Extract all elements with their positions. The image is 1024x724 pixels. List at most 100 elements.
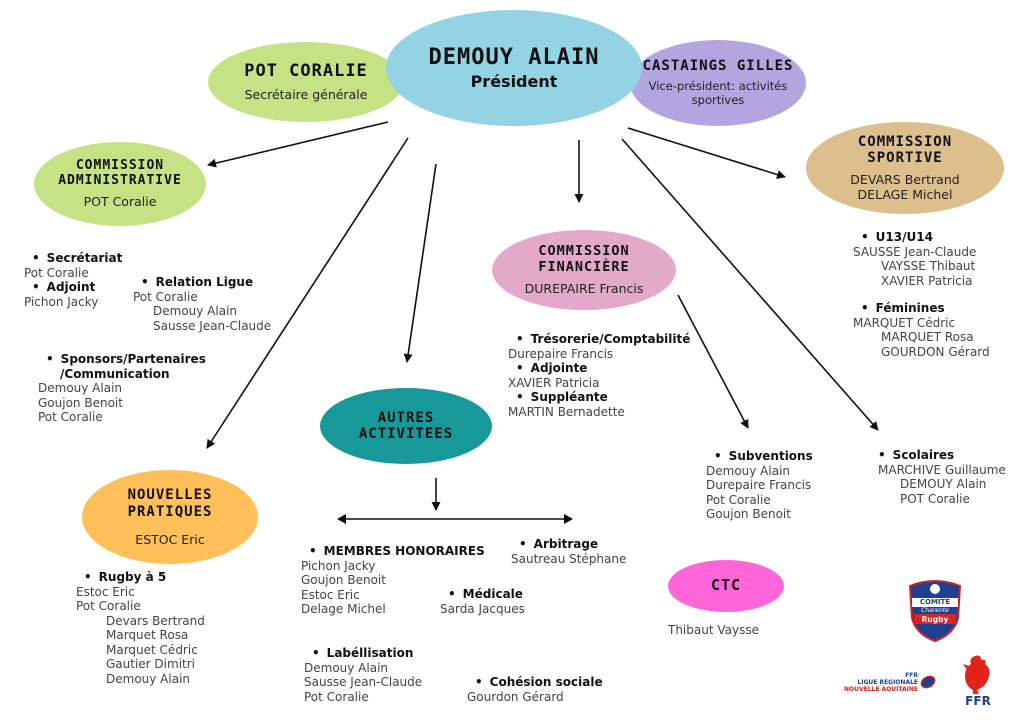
commission-administrative-member: POT Coralie — [83, 194, 157, 210]
scolaires-heading: Scolaires — [878, 448, 1006, 463]
scolaires-member: DEMOUY Alain — [900, 477, 987, 491]
nouvelles-pratiques-node: NOUVELLES PRATIQUES ESTOC Eric — [82, 470, 258, 564]
sponsors-member: Demouy Alain — [38, 381, 123, 395]
vice-president-role: Vice-président: activités sportives — [648, 79, 788, 108]
medicale-member: Sarda Jacques — [440, 601, 525, 616]
president-node: DEMOUY ALAIN Président — [386, 10, 642, 126]
tresorerie-block: Trésorerie/Comptabilité Durepaire Franci… — [508, 332, 690, 419]
comite-logo-bottom: Rugby — [921, 615, 949, 624]
commission-sportive-node: COMMISSION SPORTIVE DEVARS Bertrand DELA… — [806, 122, 1004, 214]
tresorerie-suppleante-member: MARTIN Bernadette — [508, 404, 625, 419]
rugby5-member: Marquet Rosa — [106, 628, 189, 642]
commission-financiere-member: DUREPAIRE Francis — [524, 281, 644, 297]
ligue-ball-icon — [920, 675, 936, 689]
rugby5-member: Gautier Dimitri — [106, 657, 195, 671]
sponsors-block: Sponsors/Partenaires /Communication Demo… — [38, 352, 206, 425]
relation-ligue-heading: Relation Ligue — [141, 275, 271, 290]
comite-shield-icon — [908, 580, 962, 643]
arrow-to-subventions — [677, 294, 749, 429]
u13-member: VAYSSE Thibaut — [881, 259, 976, 273]
tresorerie-adjointe-member: XAVIER Patricia — [508, 375, 600, 390]
medicale-heading: Médicale — [448, 587, 525, 602]
rooster-icon — [963, 655, 990, 694]
ctc-node: CTC — [668, 560, 784, 612]
rugby5-member: Estoc Eric — [76, 584, 135, 599]
comite-logo-mid: Charente — [921, 607, 949, 614]
relation-ligue-block: Relation Ligue Pot Coralie Demouy Alain … — [133, 275, 271, 333]
u13-member: XAVIER Patricia — [881, 273, 973, 288]
activities-bar-right-head — [564, 514, 573, 524]
ligue-logo-l2: LIGUE RÉGIONALE — [857, 679, 918, 686]
rugby5-member: Marquet Cédric — [106, 642, 198, 657]
subventions-heading: Subventions — [714, 449, 813, 464]
sponsors-member: Pot Coralie — [38, 410, 103, 424]
subventions-block: Subventions Demouy Alain Durepaire Franc… — [706, 449, 813, 522]
secretary-role: Secrétaire générale — [244, 87, 368, 103]
membres-honoraires-heading: MEMBRES HONORAIRES — [309, 544, 485, 559]
rugby5-member: Pot Coralie — [76, 599, 141, 613]
tresorerie-heading: Trésorerie/Comptabilité — [516, 332, 691, 347]
labellisation-member: Sausse Jean-Claude — [304, 675, 423, 689]
secretariat-adjoint-member: Pichon Jacky — [24, 294, 99, 309]
rugby5-member: Demouy Alain — [106, 671, 191, 686]
relation-ligue-member: Sausse Jean-Claude — [153, 318, 272, 333]
commission-sportive-member2: DELAGE Michel — [857, 187, 953, 203]
u13-heading: U13/U14 — [861, 230, 976, 245]
arbitrage-member: Sautreau Stéphane — [511, 551, 627, 566]
rugby5-block: Rugby à 5 Estoc Eric Pot Coralie Devars … — [76, 570, 205, 686]
ctc-title: CTC — [710, 576, 742, 595]
membres-honoraires-member: Pichon Jacky — [301, 558, 376, 573]
president-role: Président — [470, 72, 558, 92]
commission-sportive-member1: DEVARS Bertrand — [850, 172, 960, 188]
feminines-block: Féminines MARQUET Cédric MARQUET Rosa GO… — [853, 301, 990, 359]
labellisation-block: Labéllisation Demouy Alain Sausse Jean-C… — [304, 646, 422, 704]
scolaires-member: MARCHIVE Guillaume — [878, 462, 1006, 477]
ligue-logo-l3: NOUVELLE AQUITAINE — [843, 686, 918, 693]
scolaires-member: POT Coralie — [900, 491, 970, 506]
cohesion-block: Cohésion sociale Gourdon Gérard — [467, 675, 603, 704]
membres-honoraires-member: Goujon Benoit — [301, 573, 386, 587]
subventions-member: Goujon Benoit — [706, 507, 791, 521]
subventions-member: Durepaire Francis — [706, 478, 812, 492]
feminines-member: MARQUET Cédric — [853, 315, 956, 330]
tresorerie-adjointe-heading: Adjointe — [516, 361, 690, 376]
relation-ligue-member: Pot Coralie — [133, 289, 198, 304]
president-name: DEMOUY ALAIN — [428, 44, 600, 70]
rugby5-heading: Rugby à 5 — [84, 570, 205, 585]
membres-honoraires-block: MEMBRES HONORAIRES Pichon Jacky Goujon B… — [301, 544, 485, 617]
labellisation-heading: Labéllisation — [312, 646, 422, 661]
secretariat-block: Secrétariat Pot Coralie Adjoint Pichon J… — [24, 251, 122, 309]
commission-sportive-title: COMMISSION SPORTIVE — [857, 133, 953, 166]
sponsors-heading: Sponsors/Partenaires — [46, 352, 206, 367]
membres-honoraires-member: Estoc Eric — [301, 587, 360, 602]
arbitrage-heading: Arbitrage — [519, 537, 626, 552]
scolaires-block: Scolaires MARCHIVE Guillaume DEMOUY Alai… — [878, 448, 1006, 506]
medicale-block: Médicale Sarda Jacques — [440, 587, 525, 616]
secretariat-member: Pot Coralie — [24, 265, 89, 280]
secretariat-adjoint-heading: Adjoint — [32, 280, 122, 295]
arrow-to-scolaires — [621, 138, 879, 431]
commission-financiere-title: COMMISSION FINANCIÈRE — [538, 242, 630, 275]
feminines-member: GOURDON Gérard — [881, 344, 990, 359]
arrow-to-commission-sportive — [627, 127, 786, 179]
nouvelles-pratiques-member: ESTOC Eric — [135, 531, 205, 547]
feminines-member: MARQUET Rosa — [881, 330, 974, 344]
sponsors-heading-cont: /Communication — [60, 366, 170, 381]
commission-financiere-node: COMMISSION FINANCIÈRE DUREPAIRE Francis — [492, 230, 676, 310]
subventions-member: Demouy Alain — [706, 463, 791, 478]
ctc-member: Thibaut Vaysse — [668, 623, 759, 637]
vice-president-name: CASTAINGS GILLES — [642, 58, 794, 75]
subventions-member: Pot Coralie — [706, 492, 771, 507]
arbitrage-block: Arbitrage Sautreau Stéphane — [511, 537, 626, 566]
arrow-to-nouvelles-pratiques — [206, 137, 409, 449]
activities-bar-left-head — [337, 514, 346, 524]
u13-member: SAUSSE Jean-Claude — [853, 244, 977, 259]
cohesion-heading: Cohésion sociale — [475, 675, 603, 690]
u13-block: U13/U14 SAUSSE Jean-Claude VAYSSE Thibau… — [853, 230, 976, 288]
comite-logo-top: COMITÉ — [919, 598, 951, 606]
membres-honoraires-member: Delage Michel — [301, 602, 386, 616]
comite-logo: COMITÉ Charente Rugby — [906, 578, 964, 643]
ffr-logo-text: FFR — [965, 694, 991, 708]
tresorerie-member: Durepaire Francis — [508, 346, 614, 361]
